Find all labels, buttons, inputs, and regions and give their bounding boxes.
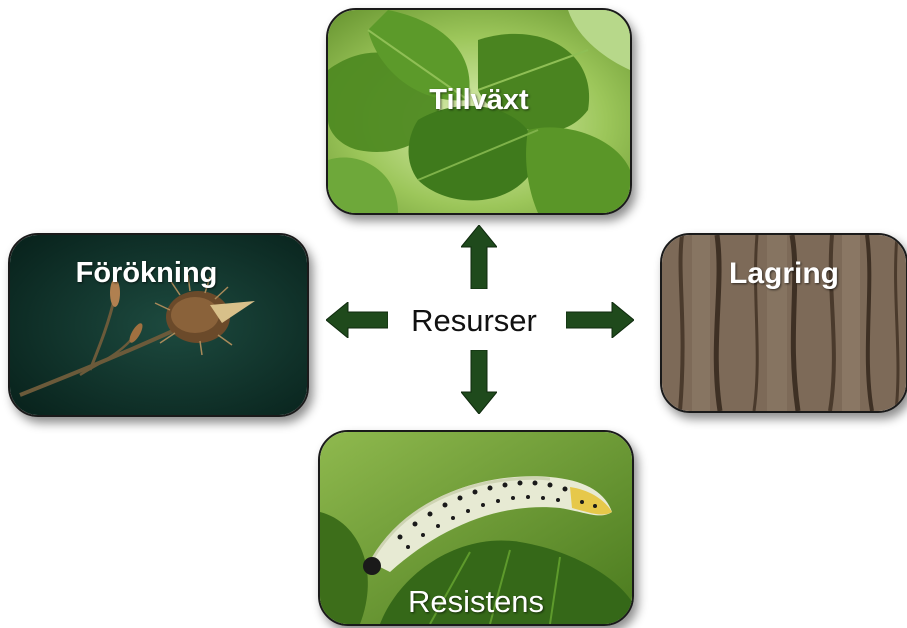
resistance-label: Resistens (320, 584, 632, 620)
resources-label: Resurser (398, 303, 550, 339)
resistance-card: Resistens (318, 430, 634, 626)
storage-label: Lagring (662, 257, 906, 291)
arrow-left-icon (326, 302, 388, 338)
arrow-down-icon (461, 350, 497, 414)
growth-label: Tillväxt (328, 84, 630, 117)
arrow-right-icon (566, 302, 634, 338)
arrow-up-icon (461, 225, 497, 289)
reproduction-card: Förökning (8, 233, 309, 417)
growth-card: Tillväxt (326, 8, 632, 215)
reproduction-label: Förökning (8, 257, 307, 290)
storage-card: Lagring (660, 233, 907, 413)
